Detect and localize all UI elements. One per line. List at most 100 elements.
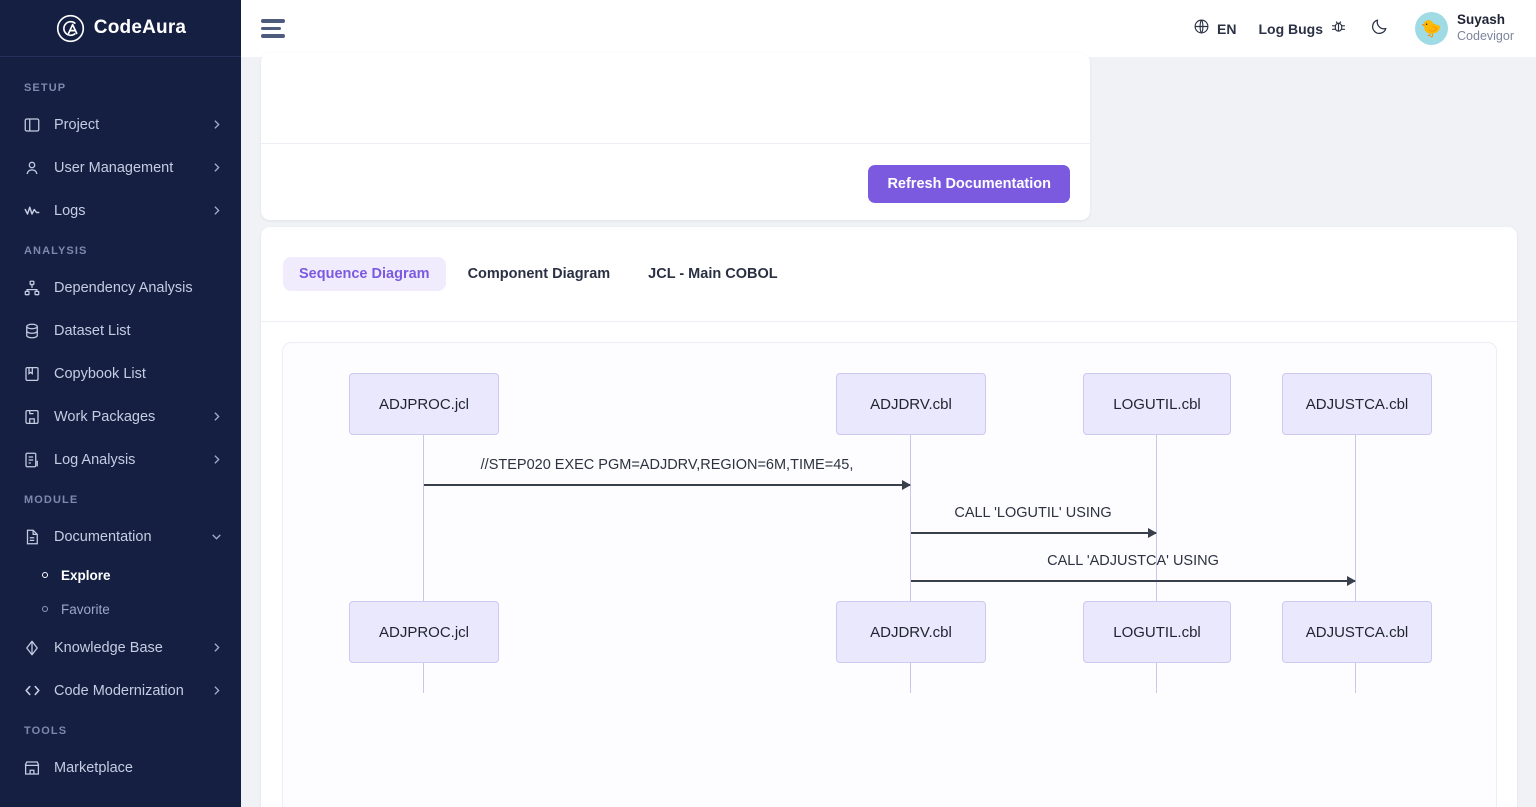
chevron-right-icon [209,410,223,424]
chevron-right-icon [209,204,223,218]
sidebar-item-label: Dependency Analysis [54,279,193,296]
sidebar-item-marketplace[interactable]: Marketplace [0,746,241,789]
content-area: Refresh Documentation Sequence Diagram C… [241,53,1536,807]
diagram-tabs: Sequence Diagram Component Diagram JCL -… [261,227,1517,322]
file-list-icon [22,450,42,470]
top-bar: EN Log Bugs [241,0,1536,57]
sidebar-subitem-favorite[interactable]: Favorite [0,592,241,626]
tab-jcl-main-cobol[interactable]: JCL - Main COBOL [648,266,778,282]
sidebar-subitem-explore[interactable]: Explore [0,558,241,592]
sidebar-subitem-label: Explore [61,567,111,583]
document-icon [22,527,42,547]
hierarchy-icon [22,278,42,298]
sidebar-item-label: Knowledge Base [54,639,163,656]
lifeline-adjustca [1355,435,1357,693]
sidebar-item-label: Copybook List [54,365,146,382]
participant-box-bottom[interactable]: ADJDRV.cbl [836,601,986,663]
sidebar-item-label: Documentation [54,528,152,545]
diagram-card: Sequence Diagram Component Diagram JCL -… [261,227,1517,807]
sidebar-item-log-analysis[interactable]: Log Analysis [0,438,241,481]
chevron-right-icon [209,118,223,132]
chevron-right-icon [209,641,223,655]
sidebar-item-dataset-list[interactable]: Dataset List [0,309,241,352]
sidebar-item-label: Logs [54,202,86,219]
lifeline-logutil [1156,435,1158,693]
bullet-dot-icon [42,606,48,612]
card-divider [261,143,1090,144]
sidebar-item-knowledge-base[interactable]: Knowledge Base [0,626,241,669]
globe-icon [1193,18,1210,40]
sidebar-item-project[interactable]: Project [0,103,241,146]
participant-box-top[interactable]: ADJPROC.jcl [349,373,499,435]
sidebar-item-logs[interactable]: Logs [0,189,241,232]
log-bugs-button[interactable]: Log Bugs [1247,18,1358,40]
language-selector[interactable]: EN [1182,18,1247,40]
codeaura-logo-icon [55,13,86,44]
main-area: EN Log Bugs [241,0,1536,807]
sequence-diagram-panel[interactable]: ADJPROC.jcl ADJDRV.cbl LOGUTIL.cbl ADJUS… [282,342,1497,807]
sidebar-nav: SETUP Project User Managem [0,57,241,789]
message-arrow [911,576,1356,585]
chevron-right-icon [209,684,223,698]
brand-header[interactable]: CodeAura [0,0,241,57]
user-role: Codevigor [1457,29,1514,44]
sidebar-subitem-label: Favorite [61,601,110,617]
sidebar-item-dependency-analysis[interactable]: Dependency Analysis [0,266,241,309]
database-icon [22,321,42,341]
sidebar-item-documentation[interactable]: Documentation [0,515,241,558]
tab-sequence-diagram[interactable]: Sequence Diagram [283,257,446,291]
lifeline-adjdrv [910,435,912,693]
user-name: Suyash [1457,12,1506,28]
sidebar-item-label: Project [54,116,100,133]
sidebar-item-label: Marketplace [54,759,133,776]
sidebar-item-copybook-list[interactable]: Copybook List [0,352,241,395]
language-label: EN [1217,20,1237,37]
panel-layout-icon [22,115,42,135]
theme-toggle-button[interactable] [1358,17,1401,41]
sidebar-item-label: Work Packages [54,408,156,425]
bug-icon [1330,18,1347,40]
sidebar: CodeAura SETUP Project [0,0,241,807]
store-icon [22,758,42,778]
user-icon [22,158,42,178]
documentation-header-card: Refresh Documentation [261,53,1090,220]
participant-box-bottom[interactable]: ADJPROC.jcl [349,601,499,663]
participant-box-bottom[interactable]: ADJUSTCA.cbl [1282,601,1432,663]
book-icon [22,364,42,384]
sidebar-item-label: Code Modernization [54,682,184,699]
sequence-diagram-stage: ADJPROC.jcl ADJDRV.cbl LOGUTIL.cbl ADJUS… [283,343,1496,807]
hamburger-menu-icon[interactable] [261,18,287,40]
sidebar-section-tools: TOOLS [24,725,68,737]
refresh-documentation-button[interactable]: Refresh Documentation [868,165,1070,203]
code-brackets-icon [22,681,42,701]
chevron-down-icon [209,530,223,544]
activity-pulse-icon [22,201,42,221]
bullet-dot-icon [42,572,48,578]
chevron-right-icon [209,453,223,467]
log-bugs-label: Log Bugs [1258,20,1324,37]
user-profile[interactable]: 🐤 Suyash Codevigor [1401,12,1514,45]
sidebar-item-code-modernization[interactable]: Code Modernization [0,669,241,712]
participant-box-top[interactable]: ADJDRV.cbl [836,373,986,435]
tab-component-diagram[interactable]: Component Diagram [467,266,611,282]
sidebar-item-label: User Management [54,159,174,176]
sidebar-item-user-management[interactable]: User Management [0,146,241,189]
sidebar-section-analysis: ANALYSIS [24,245,88,257]
message-label: CALL 'LOGUTIL' USING [954,505,1112,521]
diamond-icon [22,638,42,658]
sidebar-item-label: Dataset List [54,322,131,339]
moon-icon [1370,17,1389,41]
message-label: //STEP020 EXEC PGM=ADJDRV,REGION=6M,TIME… [480,457,854,473]
participant-box-bottom[interactable]: LOGUTIL.cbl [1083,601,1231,663]
avatar: 🐤 [1415,12,1449,45]
message-label: CALL 'ADJUSTCA' USING [1047,553,1219,569]
message-arrow [424,480,911,489]
participant-box-top[interactable]: LOGUTIL.cbl [1083,373,1231,435]
participant-box-top[interactable]: ADJUSTCA.cbl [1282,373,1432,435]
sidebar-section-module: MODULE [24,494,79,506]
brand-name: CodeAura [93,17,187,38]
lifeline-adjproc [423,435,425,693]
sidebar-item-label: Log Analysis [54,451,136,468]
sidebar-item-work-packages[interactable]: Work Packages [0,395,241,438]
